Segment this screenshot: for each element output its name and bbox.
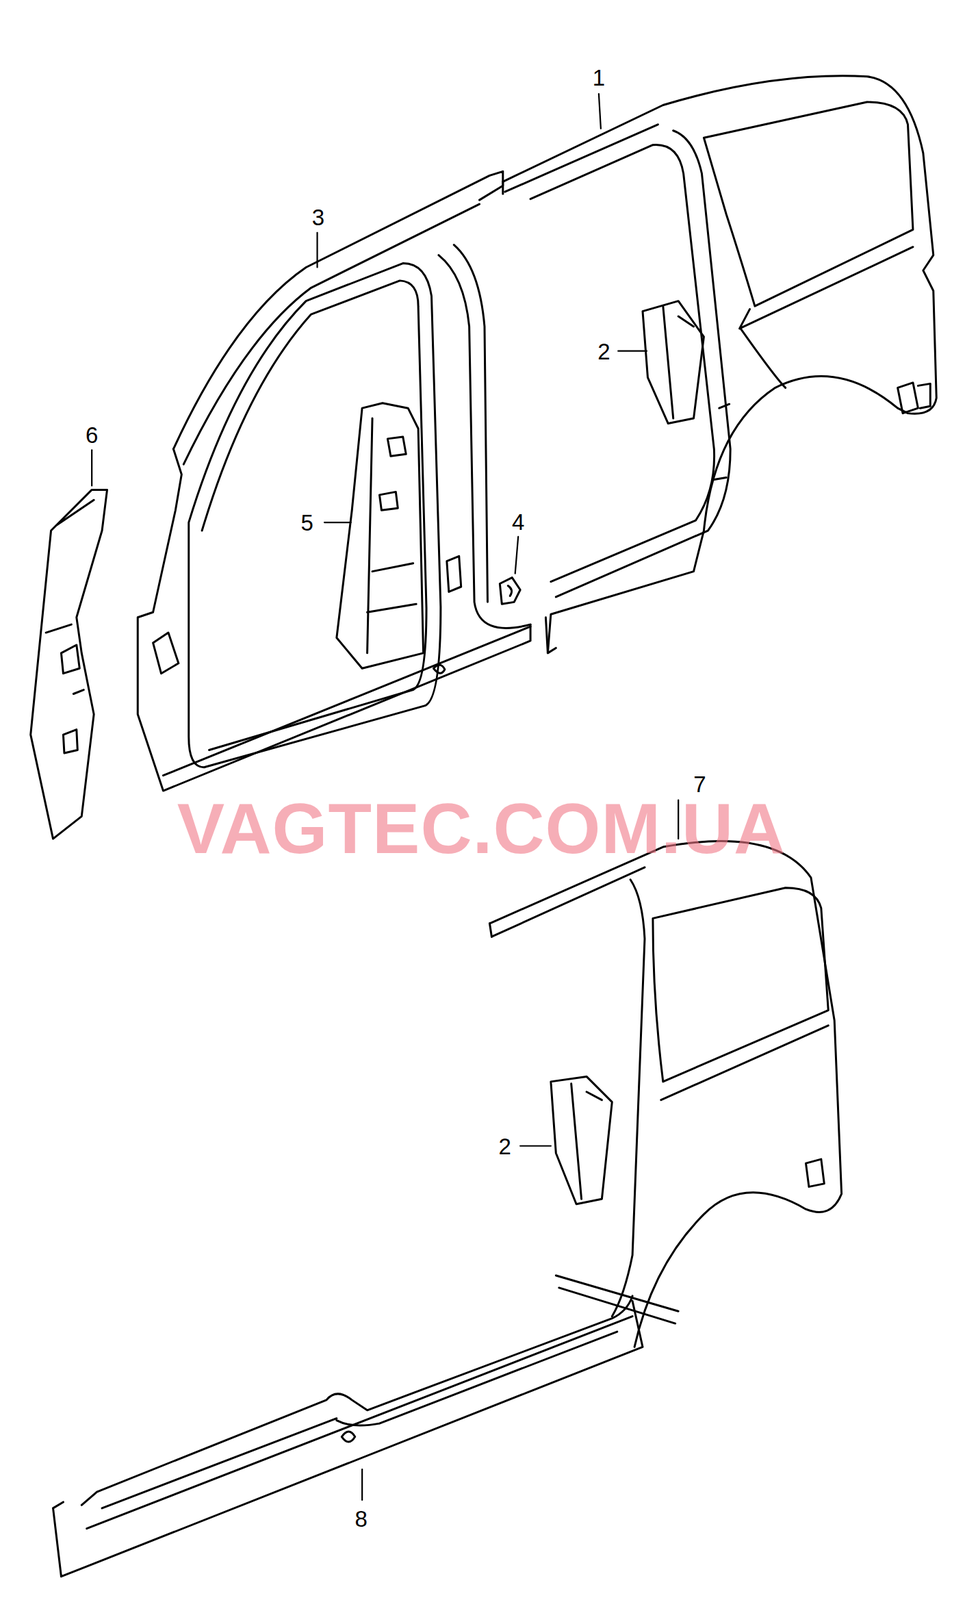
callout-number: 8 bbox=[351, 1504, 370, 1531]
bracket bbox=[550, 1075, 612, 1204]
rear-side-panel bbox=[503, 75, 937, 653]
clip bbox=[499, 577, 521, 605]
sill-panel bbox=[53, 1295, 643, 1577]
callout-number: 5 bbox=[297, 509, 316, 536]
pillar-reinforcement bbox=[336, 403, 424, 669]
callout-number: 7 bbox=[690, 770, 709, 796]
bracket bbox=[642, 301, 704, 424]
callout-number: 1 bbox=[589, 65, 608, 91]
callout-number: 6 bbox=[82, 421, 101, 447]
watermark: VAGTEC.COM.UA bbox=[177, 792, 786, 864]
a-pillar-reinforcement bbox=[30, 489, 108, 839]
front-side-panel bbox=[137, 171, 531, 791]
callout-number: 2 bbox=[594, 338, 613, 364]
callout-number: 2 bbox=[496, 1132, 514, 1158]
callout-number: 4 bbox=[509, 508, 527, 534]
rear-quarter-panel bbox=[489, 841, 842, 1347]
callout-number: 3 bbox=[309, 204, 328, 230]
